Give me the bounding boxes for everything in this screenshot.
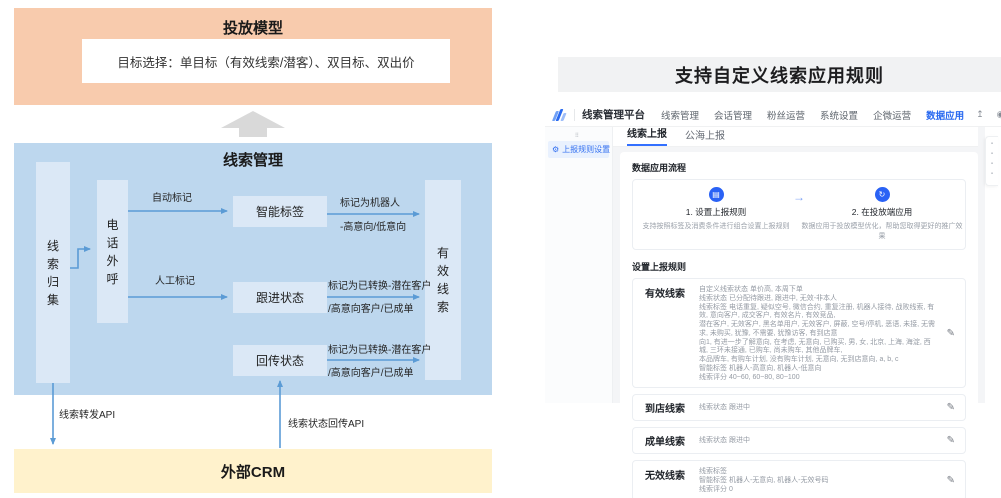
rule-name: 成单线索 [645, 437, 685, 449]
rule-description: 线索状态 跟进中 [699, 402, 947, 413]
step-2-desc: 数据应用于投放模型优化，帮助您取得更好的推广效果 [801, 223, 963, 240]
tab-bar: 线索上报 公海上报 [613, 127, 978, 147]
upload-icon[interactable]: ↥ [976, 109, 984, 119]
edit-icon[interactable]: ✎ [946, 474, 955, 486]
rule-description: 线索状态 跟进中 [699, 435, 947, 446]
dot-icon: ▪ [990, 141, 994, 147]
headline-band: 支持自定义线索应用规则 [558, 57, 1001, 92]
edit-icon[interactable]: ✎ [946, 327, 955, 339]
rule-description: 线索标签 智能标签 机器人-无意向, 机器人-无效号码 线索评分 0 [699, 466, 947, 494]
label-api-callback: 线索状态回传API [288, 419, 365, 430]
rule-description: 自定义线索状态 单价高, 本周下单 线索状态 已分配待跟进, 跟进中, 无效-非… [699, 284, 947, 382]
nav-item-settings[interactable]: 系统设置 [820, 110, 859, 122]
rule-line: 线索标签 电话重复, 疑似空号, 微信合约, 重复注册, 机器人接待, 战败线索… [699, 303, 935, 320]
rule-card-store-visit-lead: 到店线索 线索状态 跟进中 ✎ [632, 394, 966, 422]
main-content-card: 数据应用流程 ▤ 1. 设置上报规则 支持按照标签及消费条件进行组合设置上报规则… [620, 152, 978, 498]
rule-line: 向1, 有进一步了解意向, 在考虑, 无意向, 已购买, 男, 女, 北京, 上… [699, 338, 931, 355]
rule-line: 智能标签 机器人-无意向, 机器人-无效号码 [699, 477, 829, 484]
label-conv2-line1: 标记为已转换-潜在客户 [328, 345, 432, 356]
rule-line: 线索状态 跟进中 [699, 404, 750, 412]
edit-icon[interactable]: ✎ [946, 402, 955, 414]
nav-item-fans[interactable]: 粉丝运营 [767, 110, 806, 122]
sidebar-collapse-icon[interactable]: ᎒᎒ [575, 132, 579, 139]
app-sidebar: ᎒᎒ ⚙ 上报规则设置 [545, 127, 613, 403]
apply-icon: ↻ [874, 187, 890, 202]
label-auto-tag: 自动标记 [152, 193, 192, 204]
flow-step-1: ▤ 1. 设置上报规则 支持按照标签及消费条件进行组合设置上报规则 [633, 187, 799, 241]
rule-name: 到店线索 [645, 404, 685, 416]
rule-name: 有效线索 [645, 289, 685, 300]
rule-line: 线索状态 跟进中 [699, 437, 750, 445]
rule-line: 自定义线索状态 单价高, 本周下单 [699, 286, 803, 293]
app-navbar: 线索管理平台 线索管理 会话管理 粉丝运营 系统设置 企微运营 数据应用 ↥ ◉… [545, 103, 1001, 127]
feedback-side-tab[interactable]: ▪ ▪ ▪ ▪ [985, 136, 998, 186]
brand-logo-icon [551, 108, 567, 121]
flow-steps-box: ▤ 1. 设置上报规则 支持按照标签及消费条件进行组合设置上报规则 → ↻ 2.… [632, 179, 966, 250]
nav-item-wecom[interactable]: 企微运营 [873, 110, 912, 122]
rule-line: 线索评分 0 [699, 485, 733, 493]
step-1-title: 1. 设置上报规则 [685, 207, 747, 217]
rules-section-title: 设置上报规则 [632, 262, 687, 272]
brand-name: 线索管理平台 [582, 109, 645, 121]
sidebar-item-label: 上报规则设置 [562, 145, 611, 154]
rule-card-valid-lead: 有效线索 自定义线索状态 单价高, 本周下单 线索状态 已分配待跟进, 跟进中,… [632, 278, 966, 389]
edit-icon[interactable]: ✎ [946, 435, 955, 447]
delivery-model-title: 投放模型 [222, 20, 283, 37]
label-robot-line1: 标记为机器人 [340, 198, 400, 209]
label-conv1-line1: 标记为已转换-潜在客户 [328, 281, 432, 292]
report-rule-icon: ▤ [708, 187, 724, 202]
rule-name: 无效线索 [645, 471, 685, 483]
nav-icons: ↥ ◉ ▢ ◔ ⊙ [976, 110, 1001, 119]
step-2-title: 2. 在投放端应用 [851, 207, 913, 217]
sidebar-item-report-rules[interactable]: ⚙ 上报规则设置 [548, 141, 611, 158]
external-crm-box: 外部CRM [14, 449, 492, 493]
goal-selection-box: 目标选择：单目标（有效线索/潜客）、双目标、双出价 [82, 39, 450, 83]
flow-section-title: 数据应用流程 [632, 163, 687, 173]
page-title: 支持自定义线索应用规则 [675, 65, 884, 86]
step-1-desc: 支持按照标签及消费条件进行组合设置上报规则 [642, 223, 790, 230]
node-follow-status: 跟进状态 [233, 282, 327, 313]
rule-line: 潜在客户, 无效客户, 黑名单用户, 无效客户, 屏蔽, 空号/停机, 恶语, … [699, 321, 936, 337]
nav-divider [574, 108, 575, 121]
label-manual-tag: 人工标记 [155, 276, 195, 287]
delivery-model-box: 投放模型 目标选择：单目标（有效线索/潜客）、双目标、双出价 [14, 8, 492, 105]
gear-icon: ⚙ [552, 145, 560, 154]
tab-lead-report[interactable]: 线索上报 [627, 125, 667, 146]
dot-icon: ▪ [990, 151, 994, 157]
rule-card-deal-lead: 成单线索 线索状态 跟进中 ✎ [632, 427, 966, 455]
label-api-forward: 线索转发API [59, 410, 116, 421]
label-robot-line2: -高意向/低意向 [340, 222, 407, 233]
label-conv1-line2: /高意向客户/已成单 [328, 304, 414, 315]
node-valid-lead: 有效线索 [425, 180, 461, 380]
rule-line: 智能标签 机器人-高意向, 机器人-低意向 [699, 364, 822, 372]
lead-management-panel: 线索管理 线索归集 电话外呼 智能标签 跟进状态 回传状态 有效线索 [14, 143, 492, 395]
flow-step-2: ↻ 2. 在投放端应用 数据应用于投放模型优化，帮助您取得更好的推广效果 [799, 187, 965, 241]
dot-icon: ▪ [990, 161, 994, 167]
node-callback-status: 回传状态 [233, 345, 327, 376]
dot-icon: ▪ [990, 171, 994, 177]
rule-line: 线索状态 已分配待跟进, 跟进中, 无效-非本人 [699, 294, 838, 302]
nav-item-sessions[interactable]: 会话管理 [714, 110, 753, 122]
node-lead-collect: 线索归集 [36, 162, 70, 383]
node-phone-call: 电话外呼 [97, 180, 128, 323]
nav-item-leads[interactable]: 线索管理 [661, 110, 700, 122]
nav-item-data-application[interactable]: 数据应用 [926, 110, 965, 122]
rule-line: 本品牌车, 有购车计划, 没有购车计划, 无意向, 无到店意向, a, b, c [699, 356, 899, 363]
rule-card-invalid-lead: 无效线索 线索标签 智能标签 机器人-无意向, 机器人-无效号码 线索评分 0 … [632, 460, 966, 498]
node-smart-tag: 智能标签 [233, 196, 327, 227]
label-conv2-line2: /高意向客户/已成单 [328, 368, 414, 379]
up-block-arrow-stem [239, 128, 267, 137]
nav-menu: 线索管理 会话管理 粉丝运营 系统设置 企微运营 数据应用 [661, 108, 964, 122]
lead-management-title: 线索管理 [222, 152, 283, 169]
rule-line: 线索标签 [699, 468, 727, 476]
up-block-arrow-head [221, 111, 285, 128]
rule-line: 线索评分 40~60, 60~80, 80~100 [699, 373, 800, 381]
record-icon[interactable]: ◉ [996, 109, 1001, 119]
tab-public-report[interactable]: 公海上报 [685, 131, 725, 142]
step-arrow-icon: → [793, 190, 805, 204]
